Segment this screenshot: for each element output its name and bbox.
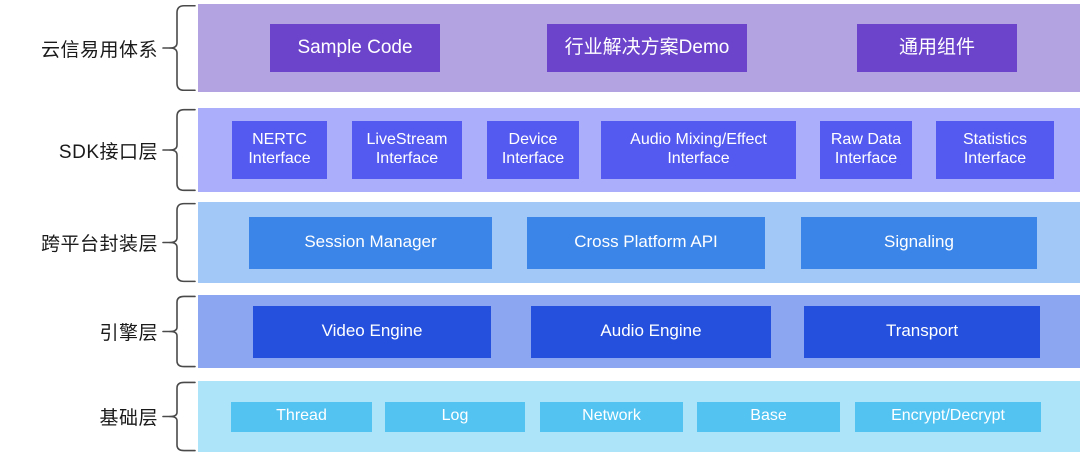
node-box[interactable]: Session Manager	[249, 216, 492, 269]
layer-brace-cross	[162, 202, 196, 283]
node-box[interactable]: Audio Mixing/Effect Interface	[601, 121, 796, 179]
layer-brace-sdk	[162, 108, 196, 192]
layer-band-base: Thread Log Network Base Encrypt/Decrypt	[198, 381, 1080, 452]
layer-band-app: Sample Code 行业解决方案Demo 通用组件	[198, 4, 1080, 92]
layer-band-cross: Session Manager Cross Platform API Signali…	[198, 202, 1080, 283]
node-box[interactable]: 通用组件	[857, 24, 1017, 72]
node-box[interactable]: Video Engine	[253, 305, 491, 358]
layer-brace-engine	[162, 295, 196, 368]
layer-brace-app	[162, 4, 196, 92]
layer-label-base: 基础层	[99, 408, 158, 429]
layer-row-engine: 引擎层 Video Engine Audio Engine Transport	[0, 295, 1080, 368]
node-box[interactable]: Signaling	[801, 216, 1037, 269]
layer-row-app: 云信易用体系 Sample Code 行业解决方案Demo 通用组件	[0, 4, 1080, 92]
node-box[interactable]: Raw Data Interface	[820, 121, 912, 179]
node-box[interactable]: Audio Engine	[531, 305, 771, 358]
layer-label-sdk: SDK接口层	[58, 141, 158, 163]
node-box[interactable]: Log	[385, 401, 525, 432]
node-box[interactable]: Sample Code	[270, 24, 440, 72]
node-box[interactable]: Cross Platform API	[527, 216, 765, 269]
node-box[interactable]: Encrypt/Decrypt	[855, 401, 1041, 432]
node-box[interactable]: Thread	[231, 401, 372, 432]
layer-label-engine: 引擎层	[99, 323, 158, 344]
layer-brace-base	[162, 381, 196, 452]
node-box[interactable]: NERTC Interface	[232, 121, 327, 179]
layer-band-engine: Video Engine Audio Engine Transport	[198, 295, 1080, 368]
node-box[interactable]: Base	[697, 401, 840, 432]
layer-label-app: 云信易用体系	[40, 39, 158, 61]
layer-row-base: 基础层 Thread Log Network Base Encrypt/Decrypt	[0, 381, 1080, 452]
layer-band-sdk: NERTC Interface LiveStream Interface Devic…	[198, 108, 1080, 192]
node-box[interactable]: Transport	[804, 305, 1040, 358]
node-box[interactable]: Network	[540, 401, 683, 432]
node-box[interactable]: 行业解决方案Demo	[547, 24, 747, 72]
layer-row-sdk: SDK接口层 NERTC Interface LiveStream Interfac…	[0, 108, 1080, 192]
node-box[interactable]: Statistics Interface	[936, 121, 1054, 179]
node-box[interactable]: Device Interface	[487, 121, 579, 179]
node-box[interactable]: LiveStream Interface	[352, 121, 462, 179]
layer-label-cross: 跨平台封装层	[40, 234, 158, 255]
